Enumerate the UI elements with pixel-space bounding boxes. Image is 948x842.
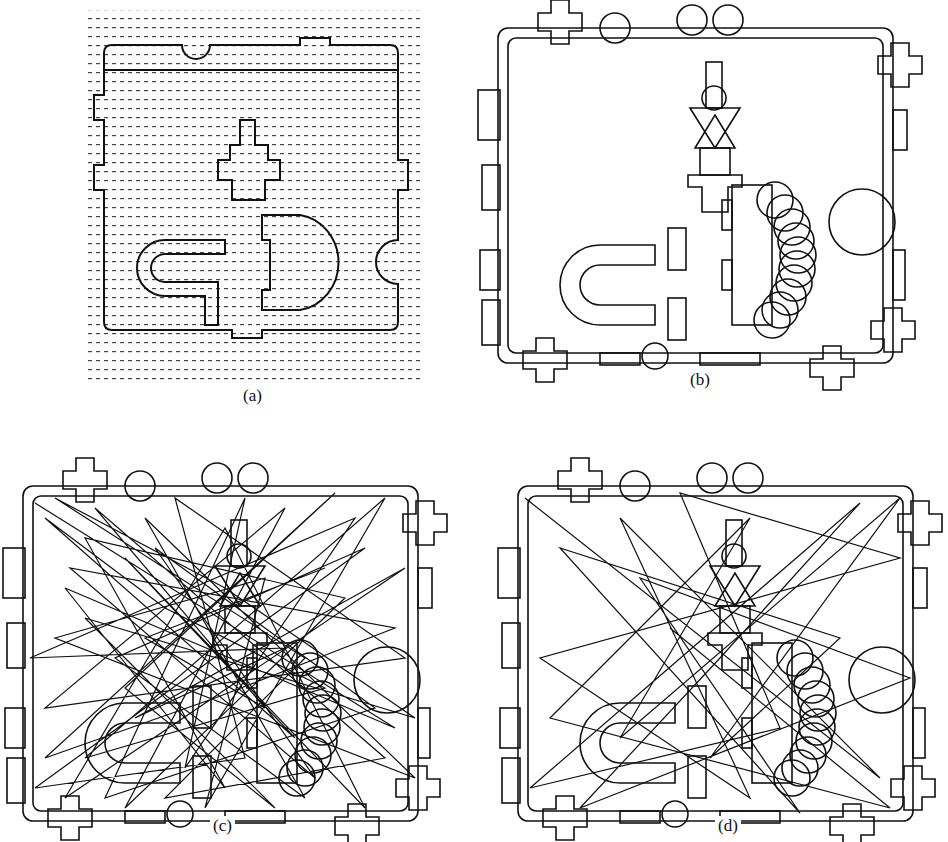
panel-label: (c) xyxy=(210,816,235,836)
panel-label: (d) xyxy=(715,816,741,836)
maze-c xyxy=(3,458,447,842)
grid-map xyxy=(88,10,420,382)
panel-label: (b) xyxy=(687,370,713,390)
maze-b xyxy=(478,0,922,390)
panel-label: (a) xyxy=(240,386,265,406)
maze-d xyxy=(498,458,942,842)
